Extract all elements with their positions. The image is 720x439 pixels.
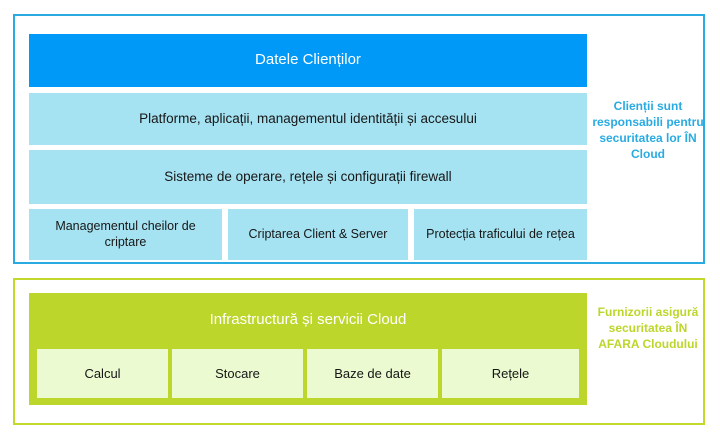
customer-data-layer-box: Datele Clienților — [29, 34, 587, 87]
provider-layers-stack: Infrastructură și servicii Cloud Calcul … — [29, 293, 587, 405]
encryption-key-management-box: Managementul cheilor de criptare — [29, 209, 222, 260]
platform-identity-access-layer-box: Platforme, aplicații, managementul ident… — [29, 93, 587, 145]
cloud-infrastructure-services-layer-box: Infrastructură și servicii Cloud — [209, 310, 407, 328]
provider-responsibility-caption: Furnizorii asigură securitatea ÎN AFARA … — [597, 305, 699, 352]
customer-responsibility-frame: Datele Clienților Platforme, aplicații, … — [13, 14, 705, 264]
service-box-storage: Stocare — [172, 349, 303, 398]
os-network-firewall-layer-box: Sisteme de operare, rețele și configuraț… — [29, 150, 587, 204]
client-server-encryption-box: Criptarea Client & Server — [228, 209, 408, 260]
provider-responsibility-frame: Infrastructură și servicii Cloud Calcul … — [13, 278, 705, 425]
network-traffic-protection-box: Protecția traficului de rețea — [414, 209, 587, 260]
customer-layers-stack: Datele Clienților Platforme, aplicații, … — [29, 34, 587, 260]
customer-responsibility-caption: Clienții sunt responsabili pentru securi… — [592, 99, 704, 162]
service-box-databases: Baze de date — [307, 349, 438, 398]
service-box-compute: Calcul — [37, 349, 168, 398]
service-box-networking: Rețele — [442, 349, 579, 398]
